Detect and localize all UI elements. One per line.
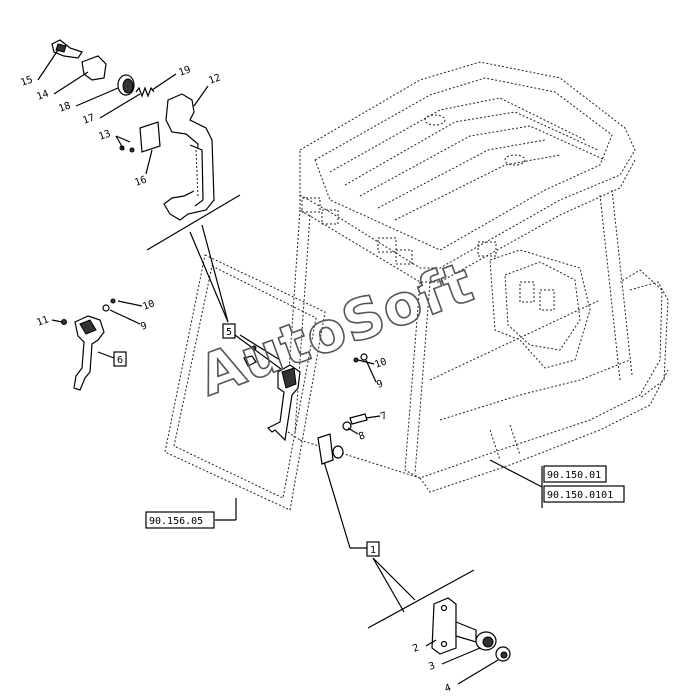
svg-text:4: 4 — [443, 682, 452, 694]
callout-9a: 9 — [109, 309, 149, 333]
svg-text:90.150.01: 90.150.01 — [547, 470, 601, 481]
svg-text:18: 18 — [57, 100, 72, 114]
section-ref-90-156-05[interactable]: 90.156.05 — [145, 511, 215, 529]
svg-text:90.150.0101: 90.150.0101 — [547, 490, 613, 501]
callout-18: 18 — [57, 87, 119, 115]
callout-7: 7 — [365, 410, 389, 423]
hinge-on-cab — [317, 433, 344, 465]
svg-text:2: 2 — [411, 642, 420, 654]
boxed-refs: 5 6 1 — [97, 323, 380, 557]
callout-16: 16 — [133, 149, 153, 189]
section-ref-90-150-01[interactable]: 90.150.01 — [543, 465, 607, 483]
svg-text:7: 7 — [379, 410, 388, 422]
exterior-handle — [51, 39, 215, 221]
callouts: 15 14 18 17 19 12 13 16 — [19, 49, 499, 695]
latch-assembly — [61, 298, 116, 391]
boxed-ref-5[interactable]: 5 — [222, 323, 236, 339]
svg-text:8: 8 — [357, 430, 366, 442]
boxed-ref-6[interactable]: 6 — [97, 351, 127, 367]
door-glass — [164, 254, 326, 511]
callout-8: 8 — [347, 427, 367, 443]
svg-text:19: 19 — [177, 64, 192, 78]
svg-text:13: 13 — [97, 128, 112, 142]
svg-text:9: 9 — [375, 378, 384, 390]
svg-text:5: 5 — [226, 327, 232, 338]
hinge-exploded — [431, 597, 511, 662]
callout-10a: 10 — [117, 298, 156, 313]
svg-text:3: 3 — [427, 660, 436, 672]
callout-14: 14 — [35, 71, 89, 103]
svg-text:9: 9 — [139, 320, 148, 332]
section-refs: 90.150.01 90.150.0101 90.156.05 — [145, 465, 625, 529]
svg-text:12: 12 — [207, 72, 222, 86]
callout-3: 3 — [427, 647, 481, 673]
svg-text:10: 10 — [141, 298, 156, 312]
svg-text:10: 10 — [373, 356, 388, 370]
callout-11: 11 — [35, 314, 63, 329]
callout-13: 13 — [97, 128, 131, 151]
callout-19: 19 — [151, 64, 192, 91]
section-ref-90-150-0101[interactable]: 90.150.0101 — [543, 485, 625, 503]
svg-text:15: 15 — [19, 74, 34, 88]
svg-text:6: 6 — [117, 355, 123, 366]
callout-2: 2 — [411, 639, 437, 655]
svg-text:16: 16 — [133, 174, 148, 188]
boxed-ref-1[interactable]: 1 — [366, 541, 380, 557]
callout-15: 15 — [19, 49, 59, 89]
svg-text:90.156.05: 90.156.05 — [149, 516, 203, 527]
callout-17: 17 — [81, 93, 141, 127]
callout-4: 4 — [443, 659, 499, 695]
callout-12: 12 — [193, 72, 222, 107]
svg-text:11: 11 — [35, 314, 50, 328]
svg-text:17: 17 — [81, 112, 96, 126]
bolt-assembly — [342, 353, 368, 431]
svg-text:1: 1 — [370, 545, 376, 556]
cab-outline — [284, 61, 669, 493]
svg-text:14: 14 — [35, 88, 50, 102]
callout-10b: 10 — [357, 356, 388, 371]
inner-door-handle — [243, 345, 301, 442]
leader-lines — [146, 194, 543, 629]
callout-9b: 9 — [365, 359, 385, 391]
